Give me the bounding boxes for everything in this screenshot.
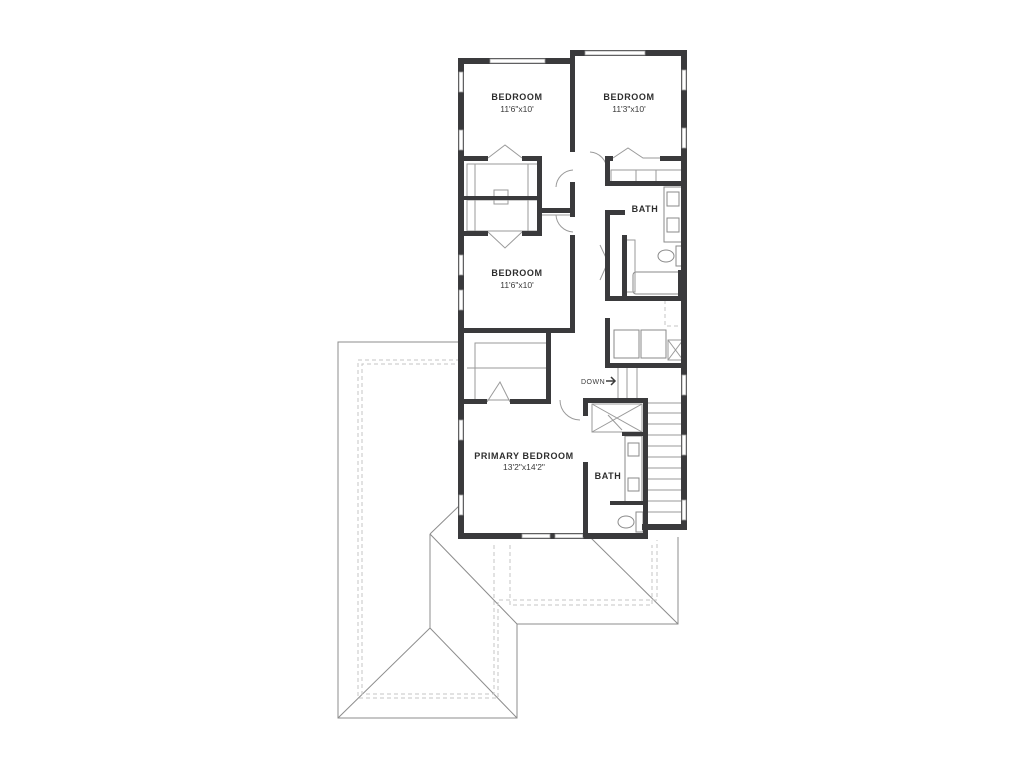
room-name-primary-bedroom: PRIMARY BEDROOM: [474, 451, 574, 461]
arrow-right-icon: [606, 376, 617, 386]
room-name-bedroom-3: BEDROOM: [491, 268, 542, 278]
room-name-bath-primary: BATH: [595, 471, 622, 481]
room-dims-bedroom-2: 11'3"x10': [612, 104, 646, 114]
room-dims-bedroom-1: 11'6"x10': [500, 104, 534, 114]
room-name-bath-upper: BATH: [632, 204, 659, 214]
stairs-down-label: DOWN: [581, 379, 605, 386]
room-dims-bedroom-3: 11'6"x10': [500, 280, 534, 290]
roof-outline: [337, 341, 679, 719]
room-name-bedroom-2: BEDROOM: [603, 92, 654, 102]
walls: [458, 50, 687, 539]
room-name-bedroom-1: BEDROOM: [491, 92, 542, 102]
stairs: [617, 368, 684, 513]
room-dims-primary-bedroom: 13'2"x14'2": [503, 462, 545, 472]
